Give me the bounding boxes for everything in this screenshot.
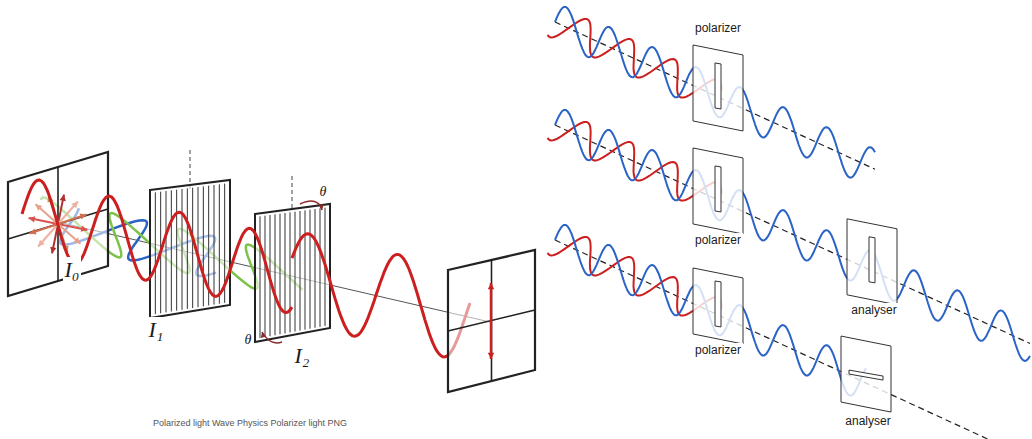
grid-line [214, 185, 215, 305]
filter-panel [847, 219, 897, 305]
slit [715, 63, 721, 109]
slit [849, 370, 883, 380]
grid-line [260, 216, 261, 338]
grid-line [219, 184, 220, 303]
polarized-wave [555, 110, 1030, 361]
arrow-head [319, 204, 324, 210]
grid-line [171, 190, 172, 311]
grid-line [280, 214, 281, 335]
filter-panel [693, 148, 743, 234]
part-label: polarizer [693, 343, 743, 357]
part-label: polarizer [693, 233, 743, 247]
grid-line [192, 188, 193, 308]
filter-panel [693, 45, 743, 131]
grid-line [187, 188, 188, 309]
polarization-arrow [490, 283, 493, 359]
grid-line [295, 212, 296, 332]
arrow-head [81, 226, 88, 232]
slit [869, 237, 875, 283]
arrow-head [80, 213, 87, 219]
grid-line [155, 192, 156, 314]
rotation-arrow [300, 201, 322, 210]
grid-line [182, 189, 183, 310]
slit [715, 281, 721, 327]
grid-line [275, 214, 276, 335]
arrow-head [29, 216, 36, 222]
rotation-arrow [262, 332, 282, 343]
angle-label: θ [318, 184, 329, 200]
grid-line [320, 208, 321, 327]
intensity-label: I₀ [63, 257, 82, 283]
arrow-head [30, 229, 37, 235]
part-label: polarizer [693, 21, 743, 35]
illustration-panels [8, 45, 897, 412]
arrow-head [60, 195, 66, 202]
grid-line [310, 210, 311, 329]
intensity-label: I₂ [293, 343, 312, 369]
grid-line [285, 213, 286, 333]
propagation-axis [555, 125, 1030, 344]
grid-line [166, 191, 167, 312]
slit [715, 166, 721, 212]
polarized-wave [555, 225, 866, 396]
grid-line [198, 187, 199, 307]
grid-line [315, 209, 316, 328]
grid-line [300, 211, 301, 331]
watermark-caption: Polarized light Wave Physics Polarizer l… [151, 418, 349, 428]
arrow-head [488, 283, 494, 289]
output-screen [448, 250, 535, 392]
arrow-head [50, 247, 56, 254]
filter-panel [693, 268, 743, 344]
grid-line [290, 212, 291, 332]
polarized-wave [292, 234, 470, 357]
arrow-head [36, 204, 43, 211]
arrow-head [38, 240, 45, 247]
polarized-wave [22, 180, 292, 313]
arrow-head [488, 353, 494, 359]
arrow-head [74, 237, 81, 244]
intensity-label: I₁ [147, 317, 166, 343]
filter-panel [841, 336, 891, 412]
angle-label: θ [243, 332, 254, 348]
axis-dash [292, 176, 293, 210]
grid-line [203, 186, 204, 306]
illustration-front [22, 180, 535, 392]
arrow-head [261, 332, 266, 338]
crosshair [491, 260, 493, 381]
analyser-grid [255, 204, 330, 342]
illustration-back [41, 7, 1030, 439]
grid-line [305, 210, 306, 329]
part-label: analyser [843, 414, 892, 428]
grid-line [265, 216, 266, 337]
arrow-head [71, 202, 78, 209]
part-label: analyser [849, 303, 898, 317]
grid-line [176, 190, 177, 311]
